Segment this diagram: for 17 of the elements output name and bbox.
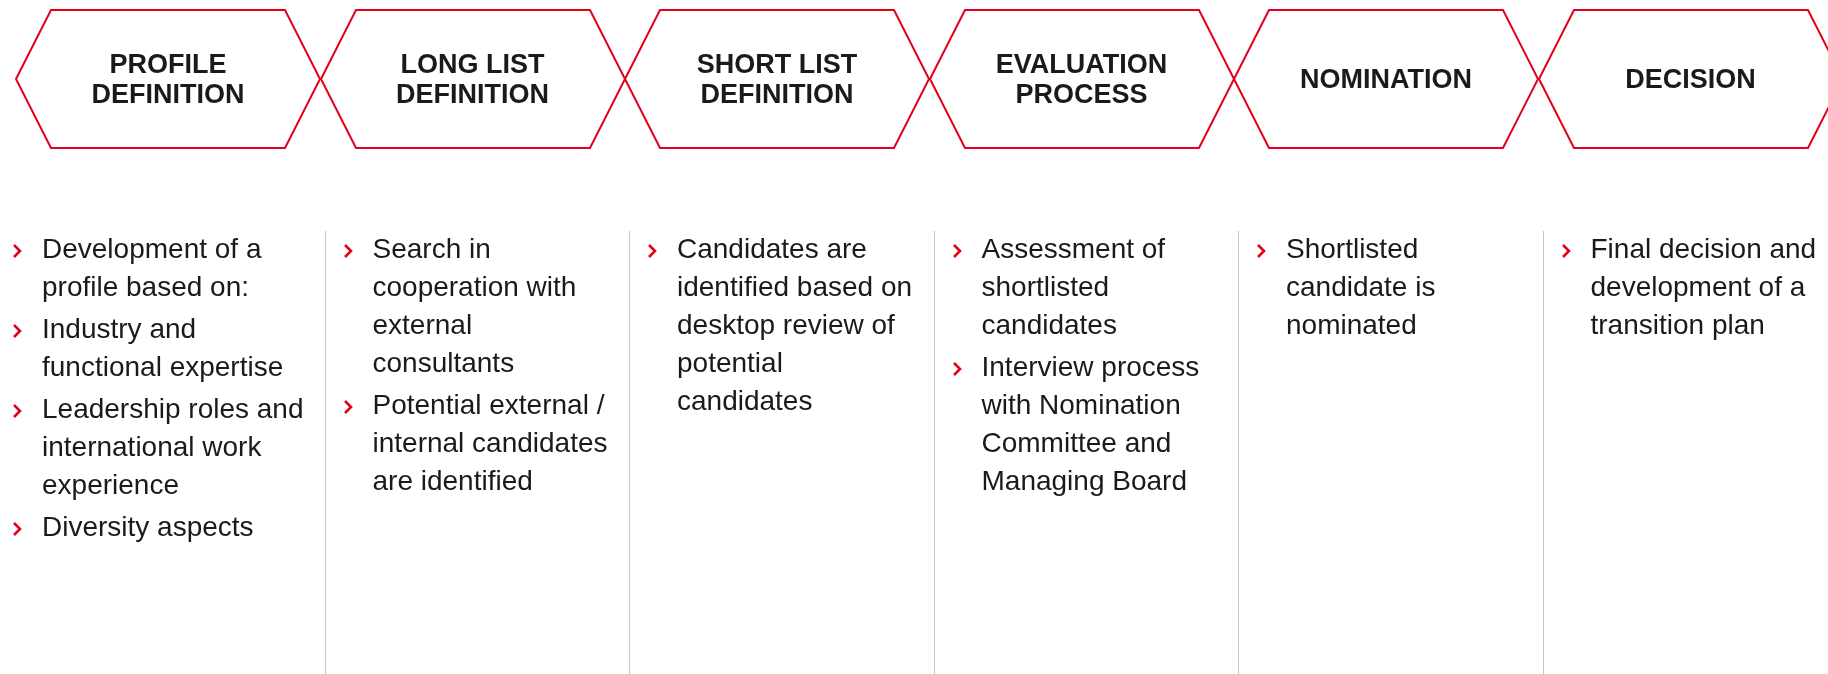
step-title: NOMINATION — [1300, 64, 1472, 94]
bullet-text: Shortlisted candidate is nominated — [1286, 232, 1437, 342]
step-title: EVALUATION PROCESS — [994, 49, 1169, 109]
step-title: SHORT LIST DEFINITION — [695, 49, 859, 109]
bullet-text: Search in cooperation with external consultants — [372, 232, 578, 380]
bullet-text: Candidates are identified based on desktop review of potential candidates — [677, 232, 914, 418]
bullet-text: Industry and functional expertise — [42, 312, 285, 384]
bullet-text: Leadership roles and international work experience — [42, 392, 305, 502]
step-title: PROFILE DEFINITION — [90, 49, 246, 109]
bullet-text: Final decision and development of a transition plan — [1590, 232, 1818, 342]
bullet-text: Diversity aspects — [42, 510, 255, 544]
bullet-text: Development of a profile based on: — [42, 232, 263, 304]
bullet-text: Assessment of shortlisted candidates — [981, 232, 1167, 342]
bullet-text: Potential external / internal candidates are identified — [372, 388, 609, 498]
bullet-text: Interview process with Nomination Committee and Managing Board — [981, 350, 1201, 498]
step-title: DECISION — [1625, 64, 1756, 94]
step-title: LONG LIST DEFINITION — [395, 49, 550, 109]
